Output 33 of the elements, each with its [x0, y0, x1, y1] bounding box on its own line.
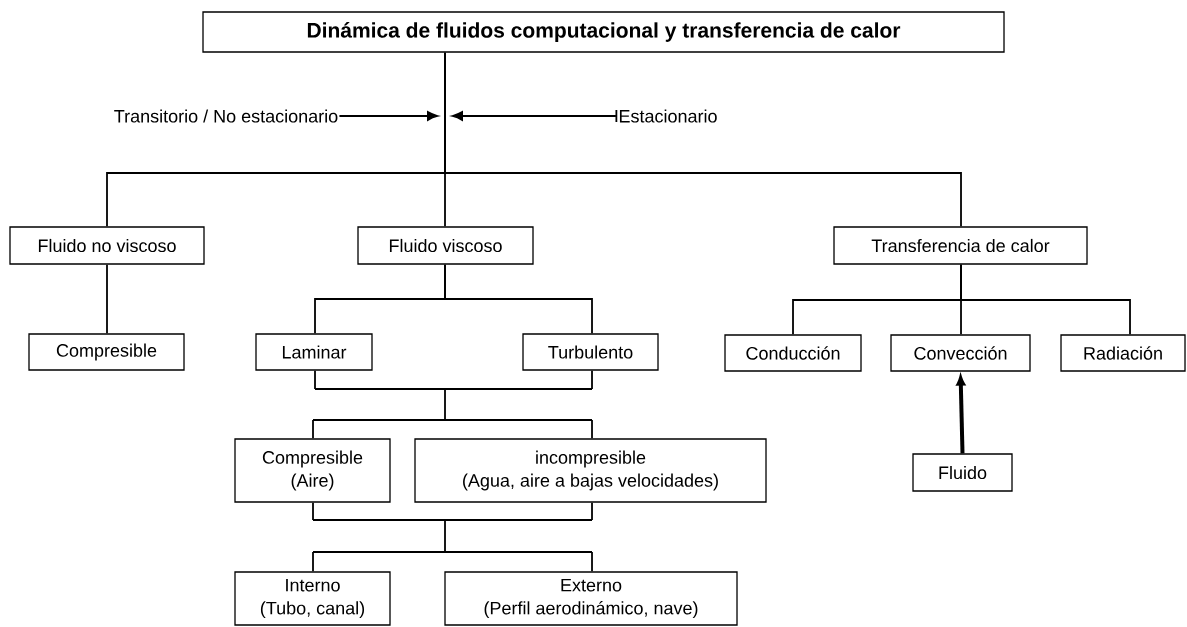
connector-line	[451, 109, 618, 123]
connector-line	[591, 419, 593, 440]
option-text: Transitorio / No estacionario	[114, 109, 338, 123]
category-box: Fluido viscoso	[357, 226, 534, 265]
connector-line	[312, 501, 314, 521]
connector-line	[312, 388, 593, 421]
connector-line	[312, 551, 314, 573]
connector-line	[312, 519, 593, 553]
connector-line	[444, 51, 962, 228]
category-box: Interno (Tubo, canal)	[234, 571, 391, 626]
option-text: Estacionario	[619, 109, 717, 123]
connector-line	[591, 501, 593, 521]
connector-line	[106, 263, 108, 335]
category-box: Compresible (Aire)	[234, 438, 391, 503]
connector-line	[314, 369, 316, 390]
category-box: Radiación	[1060, 334, 1186, 372]
connector-line	[960, 263, 1131, 336]
category-box: Transferencia de calor	[833, 226, 1088, 265]
category-box: Convección	[890, 334, 1031, 372]
connector-line	[444, 263, 593, 335]
category-box: Fluido no viscoso	[9, 226, 205, 265]
category-box: Conducción	[724, 334, 862, 372]
title-box: Dinámica de fluidos computacional y transferencia de calor	[202, 11, 1005, 53]
category-box: Turbulento	[522, 333, 659, 371]
connector-line	[591, 369, 593, 390]
connector-line	[591, 551, 593, 573]
connector-line	[338, 111, 439, 121]
connector-line	[312, 419, 314, 440]
category-box: incompresible (Agua, aire a bajas velocidades)	[414, 438, 767, 503]
category-box: Fluido	[912, 453, 1013, 492]
category-box: Compresible	[28, 333, 185, 371]
category-box: Externo (Perfil aerodinámico, nave)	[444, 571, 738, 626]
category-box: Laminar	[255, 333, 373, 371]
